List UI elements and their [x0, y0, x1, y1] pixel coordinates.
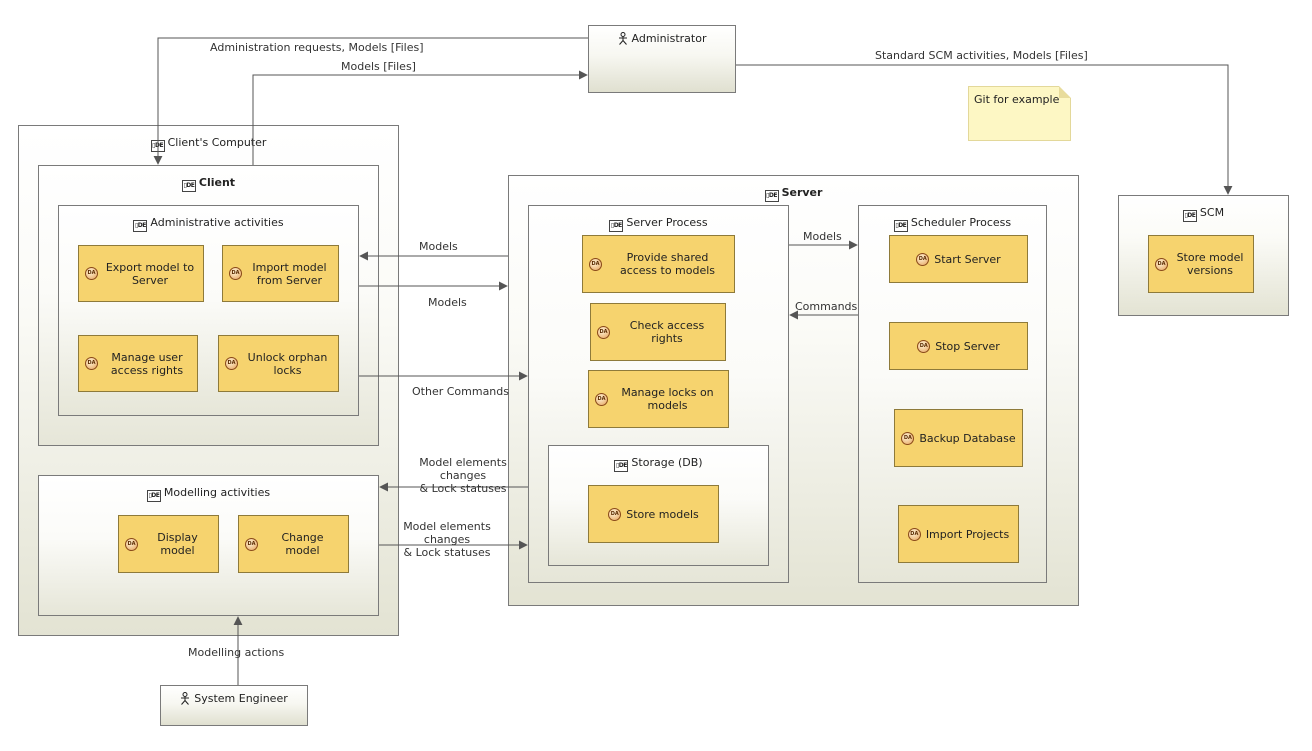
function-icon: DA: [85, 357, 98, 370]
actor-stick-figure-icon: [618, 32, 627, 45]
edge-label-modelling-actions: Modelling actions: [188, 646, 285, 659]
function-icon: DA: [1155, 257, 1168, 271]
edge-label-models-files: Models [Files]: [341, 60, 416, 73]
function-icon: DA: [125, 537, 138, 551]
function-icon: DA: [225, 357, 238, 370]
function-icon: DA: [245, 537, 258, 551]
git-note[interactable]: Git for example: [968, 86, 1071, 141]
edge-models-files: [252, 70, 588, 165]
function-icon: DA: [901, 431, 915, 445]
function-icon: DA: [597, 325, 610, 339]
function-icon: DA: [916, 252, 930, 266]
deployment-node-icon: ▯DE: [893, 220, 908, 232]
function-icon: DA: [907, 527, 921, 541]
function-icon: DA: [85, 267, 98, 280]
deployment-node-icon: ▯DE: [1182, 210, 1197, 222]
server-process-title: Server Process: [626, 216, 708, 229]
edge-admin-requests: [153, 37, 588, 165]
edge-label-models-to-client: Models: [419, 240, 458, 253]
edge-label-other-commands: Other Commands: [412, 385, 509, 398]
scm-title: SCM: [1199, 206, 1225, 219]
function-icon: DA: [589, 257, 602, 271]
function-icon: DA: [608, 507, 622, 521]
deployment-node-icon: ▯DE: [181, 180, 196, 192]
edge-label-model-changes-to-server: Model elements changes & Lock statuses: [403, 520, 491, 559]
edge-label-models-to-server: Models: [428, 296, 467, 309]
deployment-node-icon: ▯DE: [146, 490, 161, 502]
storage-db-title: Storage (DB): [631, 456, 703, 469]
edge-label-model-changes-to-client: Model elements changes & Lock statuses: [419, 456, 507, 495]
function-icon: DA: [595, 392, 608, 406]
administrative-activities-title: Administrative activities: [150, 216, 284, 229]
edge-label-models-to-scheduler: Models: [803, 230, 842, 243]
server-title: Server: [781, 186, 823, 199]
edge-standard-scm: [736, 64, 1233, 195]
scheduler-process-title: Scheduler Process: [910, 216, 1012, 229]
administrator-actor[interactable]: Administrator: [588, 25, 736, 93]
client-title: Client: [198, 176, 236, 189]
system-engineer-label: System Engineer: [194, 692, 288, 705]
deployment-node-icon: ▯DE: [614, 460, 629, 472]
git-note-text: Git for example: [974, 93, 1060, 106]
function-icon: DA: [229, 267, 242, 280]
deployment-node-icon: ▯DE: [609, 220, 624, 232]
edge-label-commands: Commands: [795, 300, 858, 313]
deployment-node-icon: ▯DE: [133, 220, 148, 232]
clients-computer-title: Client's Computer: [167, 136, 267, 149]
administrator-label: Administrator: [631, 32, 707, 45]
system-engineer-actor[interactable]: System Engineer: [160, 685, 308, 726]
edge-label-admin-requests: Administration requests, Models [Files]: [210, 41, 424, 54]
deployment-node-icon: ▯DE: [764, 190, 779, 202]
edge-label-standard-scm: Standard SCM activities, Models [Files]: [875, 49, 1088, 62]
actor-stick-figure-icon: [181, 692, 190, 705]
function-icon: DA: [917, 339, 931, 353]
modelling-activities-title: Modelling activities: [163, 486, 271, 499]
